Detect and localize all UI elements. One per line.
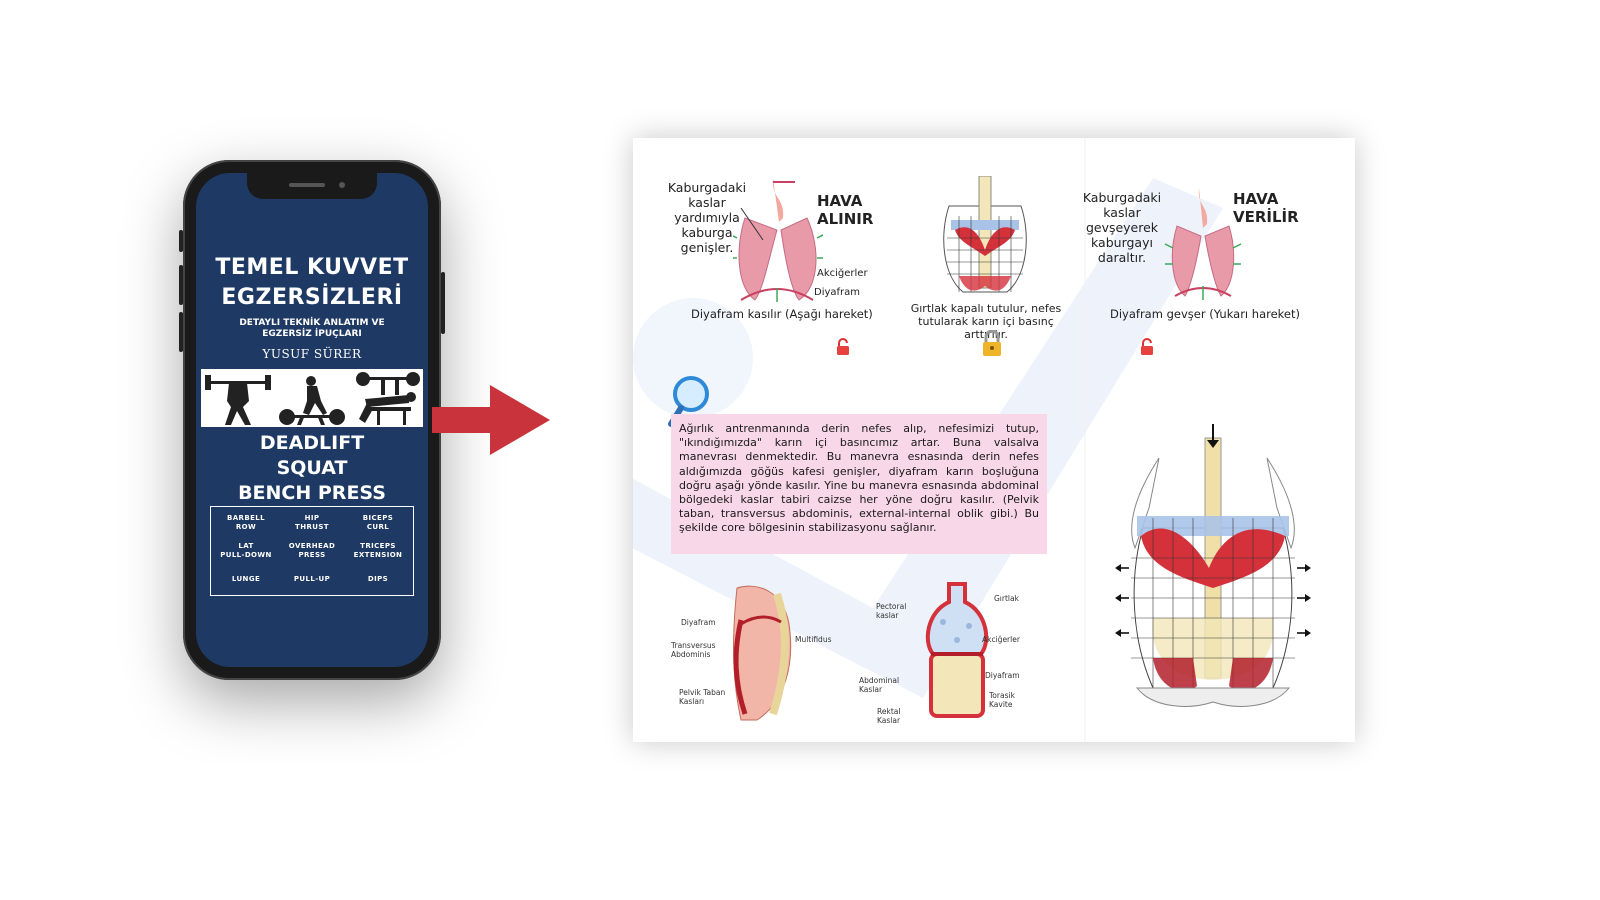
exhale-heading: HAVA VERİLİR xyxy=(1233,190,1299,226)
label-torasik: Torasik Kavite xyxy=(989,691,1015,709)
deadlift-silhouette-icon xyxy=(279,376,345,425)
label-diyafram-torso: Diyafram xyxy=(985,671,1020,680)
exhale-rib-note: Kaburgadaki kaslar gevşeyerek kaburgayı … xyxy=(1082,190,1162,265)
power-button xyxy=(441,272,445,334)
squat-silhouette-icon xyxy=(205,375,271,425)
book-subtitle: DETAYLI TEKNİK ANLATIM VE EGZERSİZ İPUÇL… xyxy=(239,318,385,339)
book-cover: TEMEL KUVVET EGZERSİZLERİ DETAYLI TEKNİK… xyxy=(196,173,428,667)
label-akcigerler: Akciğerler xyxy=(982,635,1020,644)
diaphragm-label: Diyafram xyxy=(814,287,861,298)
label-diyafram: Diyafram xyxy=(681,618,716,627)
label-transversus: Transversus Abdominis xyxy=(671,641,716,659)
right-arrow-icon xyxy=(432,385,550,455)
spine-muscles-diagram xyxy=(733,585,792,721)
volume-down-button xyxy=(179,312,183,352)
inhale-caption: Diyafram kasılır (Aşağı hareket) xyxy=(691,307,873,321)
label-pelvik-taban: Pelvik Taban Kasları xyxy=(679,688,726,706)
main-lifts-list: DEADLIFT SQUAT BENCH PRESS xyxy=(196,431,428,506)
exercise-item: LUNGE xyxy=(231,574,261,583)
mute-switch xyxy=(179,230,183,252)
book-page-preview: Kaburgadaki kaslar yardımıyla kaburga ge… xyxy=(633,138,1355,742)
exercise-item: DIPS xyxy=(367,574,389,583)
phone-mockup: TEMEL KUVVET EGZERSİZLERİ DETAYLI TEKNİK… xyxy=(179,160,445,680)
inhale-heading: HAVA ALINIR xyxy=(817,192,874,228)
core-brace-illustration xyxy=(943,176,1027,293)
book-author: YUSUF SÜRER xyxy=(262,347,362,361)
lift-deadlift: DEADLIFT xyxy=(259,432,365,454)
exercise-item: PULL-UP xyxy=(293,574,331,583)
exhale-caption: Diyafram gevşer (Yukarı hareket) xyxy=(1110,307,1300,321)
front-camera xyxy=(339,182,345,188)
inhale-lungs-illustration xyxy=(733,178,823,302)
book-title: TEMEL KUVVET EGZERSİZLERİ xyxy=(215,255,409,310)
unlocked-lock-icon xyxy=(837,338,849,355)
volume-up-button xyxy=(179,265,183,305)
valsalva-info-text: Ağırlık antrenmanında derin nefes alıp, … xyxy=(671,414,1047,554)
phone-notch xyxy=(247,173,377,199)
lifter-silhouettes xyxy=(201,369,423,427)
lift-bench-press: BENCH PRESS xyxy=(238,482,386,504)
lift-squat: SQUAT xyxy=(276,457,348,479)
locked-padlock-icon xyxy=(983,330,1001,356)
torso-cavity-diagram xyxy=(925,582,989,718)
label-abdominal: Abdominal Kaslar xyxy=(859,676,900,694)
label-girtlak: Gırtlak xyxy=(994,594,1019,603)
label-multifidus: Multifidus xyxy=(795,635,832,644)
exhale-lungs-illustration xyxy=(1164,188,1242,300)
label-rektal: Rektal Kaslar xyxy=(877,707,901,725)
watermark-logo xyxy=(633,138,1223,742)
label-pectoral: Pectoral kaslar xyxy=(876,602,907,620)
bench-press-silhouette-icon xyxy=(356,372,420,425)
speaker-grille xyxy=(289,183,325,187)
unlocked-lock-icon xyxy=(1141,338,1153,355)
inhale-rib-note: Kaburgadaki kaslar yardımıyla kaburga ge… xyxy=(667,180,747,255)
ribcage-pressure-diagram xyxy=(1115,424,1311,707)
lungs-label: Akciğerler xyxy=(817,268,868,279)
